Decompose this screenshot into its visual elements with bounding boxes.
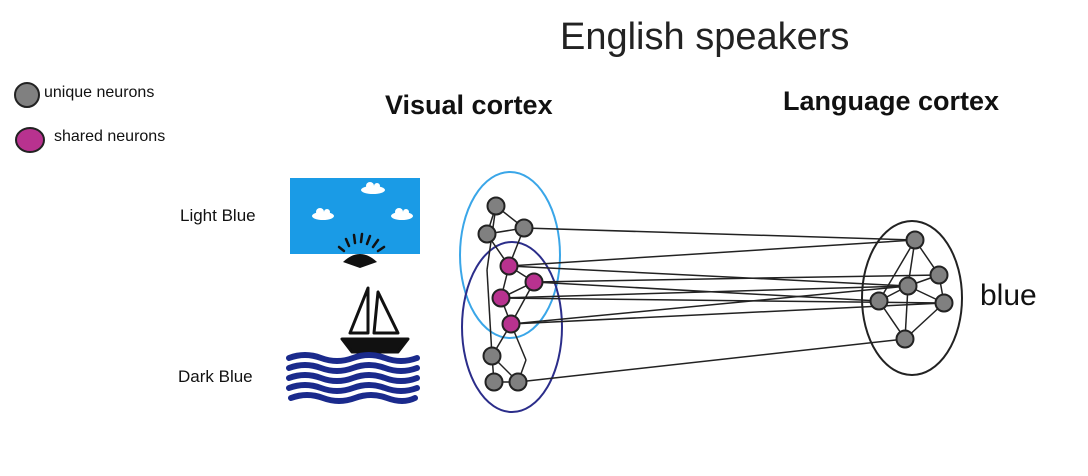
unique-neuron	[905, 230, 925, 250]
visual-cortex-heading: Visual cortex	[385, 90, 553, 120]
sun-icon	[337, 232, 386, 268]
visual-neurons	[477, 196, 544, 392]
light-blue-label: Light Blue	[180, 206, 256, 225]
unique-neuron	[895, 329, 915, 349]
unique-neuron	[869, 291, 889, 311]
language-region	[861, 220, 963, 376]
language-cortex-heading: Language cortex	[783, 86, 1000, 116]
dark-blue-label: Dark Blue	[178, 367, 253, 386]
unique-neuron	[514, 218, 534, 238]
cross-connections	[500, 227, 945, 383]
clouds-icon	[312, 182, 413, 220]
light-blue-region	[459, 171, 561, 339]
language-neurons	[869, 230, 954, 349]
legend-unique-marker	[14, 82, 40, 108]
unique-neuron	[477, 224, 497, 244]
legend-shared-marker	[15, 127, 45, 153]
unique-neuron	[929, 265, 949, 285]
word-label: blue	[980, 279, 1037, 312]
unique-neuron	[508, 372, 528, 392]
dark-blue-region	[461, 241, 563, 413]
unique-neuron	[934, 293, 954, 313]
unique-neuron	[486, 196, 506, 216]
legend-unique-label: unique neurons	[44, 84, 155, 101]
legend-shared-label: shared neurons	[54, 128, 166, 145]
unique-neuron	[484, 372, 504, 392]
unique-neuron	[898, 276, 918, 296]
diagram-title: English speakers	[560, 16, 850, 58]
sailboat-icon	[340, 286, 410, 354]
shared-neuron	[501, 314, 521, 334]
shared-neuron	[524, 272, 544, 292]
waves-icon	[286, 352, 420, 404]
unique-neuron	[482, 346, 502, 366]
shared-neuron	[491, 288, 511, 308]
shared-neuron	[499, 256, 519, 276]
